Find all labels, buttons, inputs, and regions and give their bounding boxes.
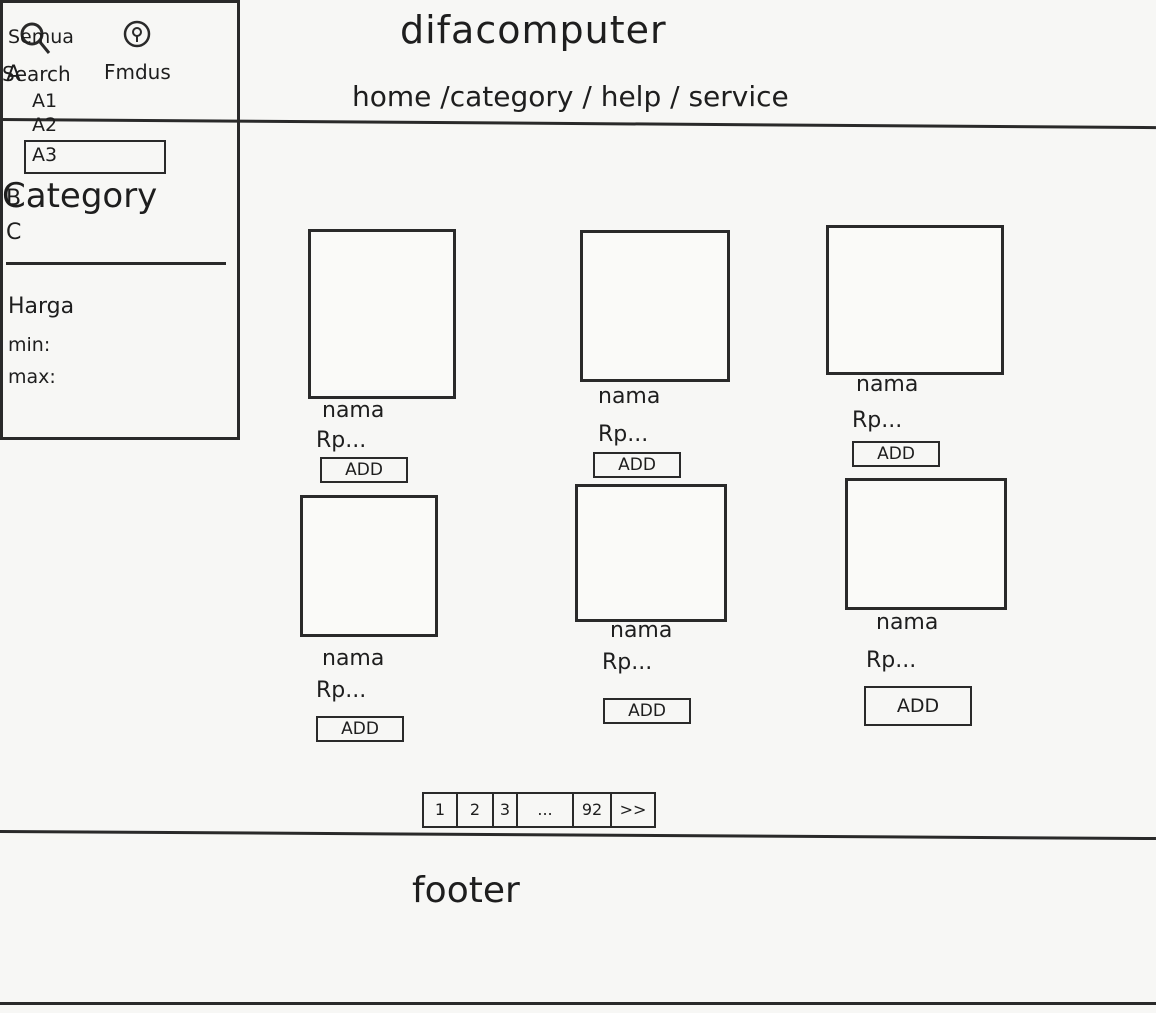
product-image[interactable] bbox=[308, 229, 456, 399]
category-item-a3[interactable]: A3 bbox=[32, 144, 58, 166]
price-max-label[interactable]: max: bbox=[8, 366, 56, 388]
product-name[interactable]: nama bbox=[856, 372, 919, 397]
add-button[interactable]: ADD bbox=[603, 698, 691, 724]
findus-tool[interactable]: Fmdus bbox=[104, 18, 171, 84]
product-price: Rp... bbox=[852, 408, 903, 433]
category-sidebar: Semua A A1 A2 A3 B C Harga min: max: bbox=[0, 0, 240, 440]
findus-label: Fmdus bbox=[104, 60, 171, 84]
product-price: Rp... bbox=[316, 678, 367, 703]
product-image[interactable] bbox=[580, 230, 730, 382]
product-price: Rp... bbox=[866, 648, 917, 673]
product-price: Rp... bbox=[602, 650, 653, 675]
product-price: Rp... bbox=[598, 422, 649, 447]
sidebar-divider bbox=[6, 262, 226, 265]
pagination: 1 2 3 ... 92 >> bbox=[422, 792, 656, 828]
category-item-a[interactable]: A bbox=[6, 62, 22, 87]
search-icon bbox=[19, 22, 53, 60]
category-heading: Category bbox=[2, 176, 158, 216]
add-button[interactable]: ADD bbox=[316, 716, 404, 742]
category-item-semua[interactable]: Semua bbox=[8, 26, 74, 48]
category-item-b[interactable]: B bbox=[6, 186, 22, 211]
product-image[interactable] bbox=[826, 225, 1004, 375]
site-title[interactable]: difacomputer bbox=[400, 8, 667, 52]
page-ellipsis: ... bbox=[518, 794, 574, 826]
category-item-a1[interactable]: A1 bbox=[32, 90, 58, 112]
page-3[interactable]: 3 bbox=[494, 794, 518, 826]
selected-category-highlight[interactable] bbox=[24, 140, 166, 174]
price-min-label[interactable]: min: bbox=[8, 334, 51, 356]
search-tool[interactable]: Search bbox=[2, 20, 71, 86]
price-filter-title: Harga bbox=[8, 294, 75, 319]
search-label: Search bbox=[2, 62, 71, 86]
product-name[interactable]: nama bbox=[610, 618, 673, 643]
category-item-a2[interactable]: A2 bbox=[32, 114, 58, 136]
page-2[interactable]: 2 bbox=[458, 794, 494, 826]
product-name[interactable]: nama bbox=[598, 384, 661, 409]
add-button[interactable]: ADD bbox=[593, 452, 681, 478]
page-1[interactable]: 1 bbox=[424, 794, 458, 826]
product-name[interactable]: nama bbox=[876, 610, 939, 635]
main-nav[interactable]: home /category / help / service bbox=[352, 80, 789, 113]
product-name[interactable]: nama bbox=[322, 646, 385, 671]
category-item-c[interactable]: C bbox=[6, 220, 22, 245]
product-image[interactable] bbox=[845, 478, 1007, 610]
bottom-border bbox=[0, 1002, 1156, 1005]
product-name[interactable]: nama bbox=[322, 398, 385, 423]
page-last[interactable]: 92 bbox=[574, 794, 612, 826]
add-button[interactable]: ADD bbox=[852, 441, 940, 467]
product-image[interactable] bbox=[300, 495, 438, 637]
footer: footer bbox=[412, 870, 520, 911]
add-button[interactable]: ADD bbox=[320, 457, 408, 483]
footer-divider bbox=[0, 830, 1156, 841]
location-icon bbox=[120, 20, 154, 58]
add-button[interactable]: ADD bbox=[864, 686, 972, 726]
product-price: Rp... bbox=[316, 428, 367, 453]
next-page-button[interactable]: >> bbox=[619, 800, 647, 819]
product-image[interactable] bbox=[575, 484, 727, 622]
